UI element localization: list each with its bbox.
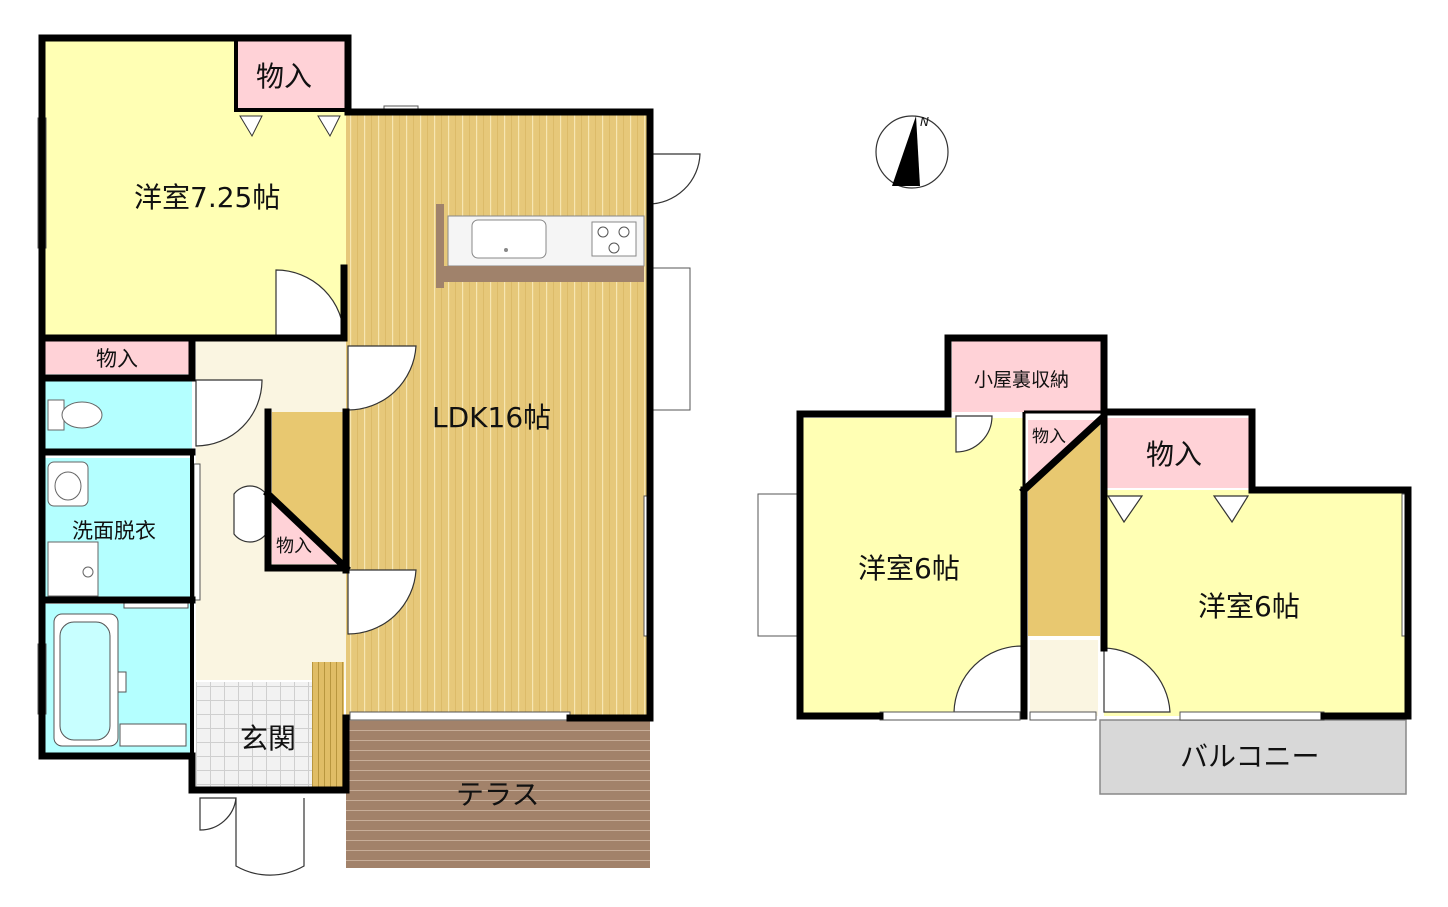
compass-north-label: N [920,115,929,129]
landing-fill [1030,640,1098,716]
closet-mid-fill [44,340,192,374]
ldk-fill [346,112,648,716]
walls-f2 [796,334,1412,720]
room-right-label: 洋室6帖 [1198,590,1300,623]
compass: N [875,115,949,189]
closet-a-label: 物入 [1032,427,1066,447]
door-swings-f2 [953,415,1250,713]
step-fill [312,662,344,792]
washroom-label: 洗面脱衣 [72,519,156,543]
balcony-fill [1099,719,1407,795]
attic-fill [952,340,1104,412]
entrance-fill [196,682,312,792]
room-left-label: 洋室6帖 [858,552,960,585]
closet-small-label: 物入 [276,536,312,557]
closet-b-label: 物入 [1146,438,1202,471]
closet-top-label: 物入 [256,60,312,93]
walls-f1-thin [190,40,346,756]
closet-top-doors [239,115,341,138]
kitchen-counter [436,204,645,288]
bathtub-fixture [53,613,187,747]
ldk-label: LDK16帖 [432,401,551,434]
closet-top-fill [236,40,346,110]
terrace-fill [346,718,650,868]
closet-b-fill [1104,418,1250,488]
closet-mid-label: 物入 [96,347,138,371]
door-swings-f1 [195,153,701,876]
toilet-fixture [47,399,103,431]
terrace-label: テラス [456,778,539,811]
windows-f2 [757,493,1411,721]
attic-label: 小屋裏収納 [974,369,1069,391]
balcony-label: バルコニー [1180,740,1319,773]
walls-f1 [38,34,654,794]
washbasin-fixture [47,461,99,597]
walls-f2-thin [1022,410,1104,490]
room-yoshitsu-label: 洋室7.25帖 [134,181,280,214]
entrance-label: 玄関 [240,722,296,755]
